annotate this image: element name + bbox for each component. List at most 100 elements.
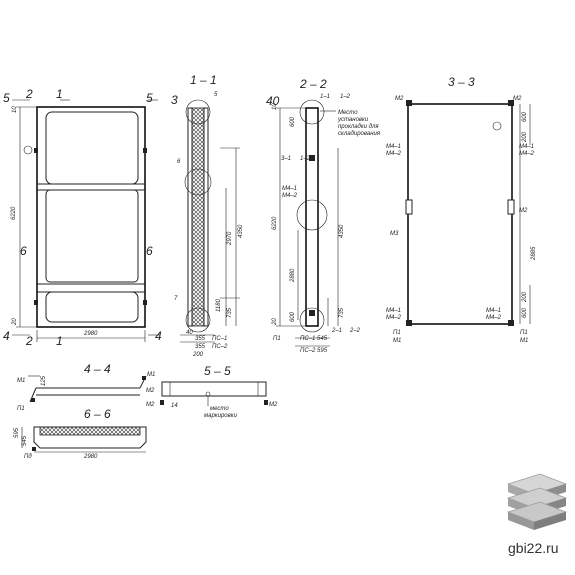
label-m4-2-s33b: М4–2 bbox=[386, 315, 402, 321]
note-gasket-4: складирования bbox=[338, 131, 381, 137]
label-m3-s33: М3 bbox=[390, 231, 399, 237]
dim-14-s55: 14 bbox=[171, 403, 178, 409]
dim-10-front: 10 bbox=[12, 106, 18, 113]
label-ps2: ПС–2 bbox=[212, 344, 228, 350]
label-m4-2-s22: М4–2 bbox=[282, 193, 298, 199]
label-ps2-595: ПС–2 595 bbox=[300, 348, 328, 354]
brand-logo-icon bbox=[506, 473, 568, 530]
cut-2-bottom: 2 bbox=[25, 334, 33, 348]
label-m2-s44: М2 bbox=[146, 388, 155, 394]
cut-6-s11: 6 bbox=[177, 159, 181, 165]
cut-4-right: 4 bbox=[155, 329, 162, 343]
note-marking-2: маркировки bbox=[204, 413, 238, 419]
label-ps1: ПС–1 bbox=[212, 336, 227, 342]
section-1-1 bbox=[180, 99, 240, 343]
label-m2-s55: М2 bbox=[146, 402, 155, 408]
note-marking-1: место bbox=[210, 406, 229, 412]
dim-200-s33b: 200 bbox=[522, 291, 528, 303]
section-4-4-title: 4 – 4 bbox=[84, 362, 111, 376]
dim-600-top-s22: 600 bbox=[290, 116, 296, 127]
section-6-6 bbox=[21, 426, 147, 453]
section-4-4 bbox=[28, 375, 147, 403]
label-2-2-s22: 2–2 bbox=[349, 328, 361, 334]
note-gasket-3: прокладки для bbox=[338, 124, 379, 130]
label-1-2-s22: 1–2 bbox=[340, 94, 351, 100]
label-p1b-s33: П1 bbox=[520, 330, 528, 336]
dim-200: 200 bbox=[192, 352, 204, 358]
brand-text: gbi22.ru bbox=[508, 540, 559, 556]
cut-3-s11: 3 bbox=[171, 93, 178, 107]
label-p1-s22: П1 bbox=[273, 336, 281, 342]
dim-545-s66: 545 bbox=[22, 435, 28, 446]
dim-735-s11: 735 bbox=[227, 307, 233, 318]
section-6-6-title: 6 – 6 bbox=[84, 407, 111, 421]
dim-20-front: 20 bbox=[12, 318, 18, 326]
dim-355-b: 355 bbox=[195, 344, 206, 350]
front-view bbox=[12, 99, 160, 342]
dim-4350-s11: 4350 bbox=[238, 224, 244, 238]
section-5-5 bbox=[160, 381, 268, 406]
dim-125-s44: 125 bbox=[41, 375, 47, 386]
label-m1-s33: М1 bbox=[393, 338, 401, 344]
section-3-3 bbox=[405, 100, 531, 326]
label-m4-1-s33c: М4–1 bbox=[486, 308, 501, 314]
dim-355-a: 355 bbox=[195, 336, 206, 342]
label-p1-s44: П1 bbox=[17, 406, 25, 412]
section-2-2 bbox=[276, 99, 339, 347]
dim-total-height: 6220 bbox=[11, 206, 17, 220]
cut-6-left: 6 bbox=[20, 244, 27, 258]
dim-2970-s11: 2970 bbox=[227, 231, 233, 246]
section-5-5-title: 5 – 5 bbox=[204, 364, 231, 378]
dim-200-s33: 200 bbox=[522, 131, 528, 143]
section-2-2-title: 2 – 2 bbox=[299, 77, 327, 91]
label-2-1-s22: 2–1 bbox=[331, 328, 342, 334]
cut-5-right: 5 bbox=[146, 91, 153, 105]
dim-2880-s22: 2880 bbox=[290, 268, 296, 283]
label-m2b-s33: М2 bbox=[519, 208, 528, 214]
label-pd-s66: Пд bbox=[24, 454, 32, 460]
dim-600-bottom-s22: 600 bbox=[290, 311, 296, 322]
label-ps1-545: ПС–1 545 bbox=[300, 336, 328, 342]
dim-4350-s22: 4350 bbox=[339, 224, 345, 238]
dim-20-s22: 20 bbox=[272, 318, 278, 326]
dim-595-s66: 595 bbox=[14, 427, 20, 438]
label-p1-s33: П1 bbox=[393, 330, 401, 336]
label-m4-1-s33b: М4–1 bbox=[386, 308, 401, 314]
label-m1-s44: М1 bbox=[17, 378, 25, 384]
label-1-2b-s22: 1–2 bbox=[300, 156, 311, 162]
label-m1b-s33: М1 bbox=[520, 338, 528, 344]
label-m4-1-s22: М4–1 bbox=[282, 186, 297, 192]
note-gasket-1: Место bbox=[338, 110, 358, 116]
dim-6220-s22: 6220 bbox=[272, 216, 278, 230]
note-gasket-2: установки bbox=[337, 117, 369, 123]
label-m2b-s55: М2 bbox=[269, 402, 278, 408]
section-3-3-title: 3 – 3 bbox=[448, 75, 475, 89]
label-40-s22: 40 bbox=[266, 94, 280, 108]
cut-5-s11: 5 bbox=[214, 92, 218, 98]
cut-4-left: 4 bbox=[3, 329, 10, 343]
dim-width: 2980 bbox=[83, 331, 98, 337]
label-m4-2-s33: М4–2 bbox=[386, 151, 402, 157]
dim-600-s33: 600 bbox=[522, 111, 528, 122]
label-m4-1-s33r: М4–1 bbox=[519, 144, 534, 150]
section-1-1-title: 1 – 1 bbox=[190, 73, 217, 87]
dim-1180-s11: 1180 bbox=[216, 298, 222, 312]
dim-2885-s33: 2885 bbox=[531, 246, 537, 261]
dim-600-s33b: 600 bbox=[522, 307, 528, 318]
label-m4-1-s33: М4–1 bbox=[386, 144, 401, 150]
cut-5-left: 5 bbox=[3, 91, 10, 105]
cut-1-bottom: 1 bbox=[56, 334, 63, 348]
cut-2-top: 2 bbox=[25, 87, 33, 101]
label-m4-2-s33c: М4–2 bbox=[486, 315, 502, 321]
dim-735-s22: 735 bbox=[339, 307, 345, 318]
label-m2-s33-left: М2 bbox=[395, 96, 404, 102]
dim-10-s22: 10 bbox=[272, 103, 278, 110]
dim-2980-s66: 2980 bbox=[83, 454, 98, 460]
cut-1-top: 1 bbox=[56, 87, 63, 101]
label-m2-s33-right: М2 bbox=[513, 96, 522, 102]
label-1-1-s22: 1–1 bbox=[320, 94, 330, 100]
dim-40: 40 bbox=[186, 330, 193, 336]
cut-7-s11: 7 bbox=[174, 296, 178, 302]
label-m1b-s44: М1 bbox=[147, 372, 155, 378]
